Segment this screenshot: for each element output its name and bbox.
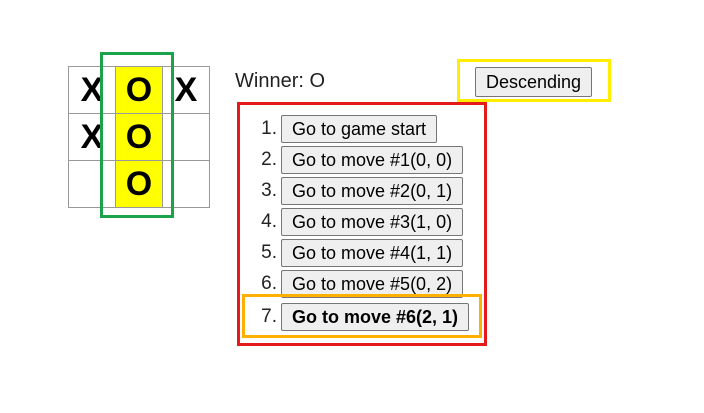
move-number: 3.: [261, 179, 277, 201]
move-number: 1.: [261, 117, 277, 139]
move-history-item: 5. Go to move #4(1, 1): [240, 237, 469, 268]
go-to-move-button[interactable]: Go to move #1(0, 0): [281, 145, 464, 174]
go-to-move-button[interactable]: Go to move #5(0, 2): [281, 269, 464, 298]
board-square-0[interactable]: X: [68, 66, 116, 114]
move-history-item: 2. Go to move #1(0, 0): [240, 144, 469, 175]
move-history-item: 6. Go to move #5(0, 2): [240, 268, 469, 299]
move-number: 5.: [261, 241, 277, 263]
board-square-2[interactable]: X: [162, 66, 210, 114]
move-number: 7.: [261, 305, 277, 327]
move-history-item: 4. Go to move #3(1, 0): [240, 206, 469, 237]
sort-order-toggle-button[interactable]: Descending: [475, 67, 593, 97]
move-number: 2.: [261, 148, 277, 170]
move-history-item: 3. Go to move #2(0, 1): [240, 175, 469, 206]
board-square-3[interactable]: X: [68, 113, 116, 161]
move-number: 4.: [261, 210, 277, 232]
go-to-move-button[interactable]: Go to move #4(1, 1): [281, 238, 464, 267]
go-to-move-button[interactable]: Go to game start: [281, 114, 438, 143]
board-square-5[interactable]: [162, 113, 210, 161]
board-square-7[interactable]: O: [115, 160, 163, 208]
go-to-move-button[interactable]: Go to move #2(0, 1): [281, 176, 464, 205]
move-history-item: 1. Go to game start: [240, 113, 469, 144]
move-history-item-current: 7. Go to move #6(2, 1): [240, 301, 470, 332]
game-board: X O X X O O: [68, 66, 210, 208]
go-to-move-button[interactable]: Go to move #3(1, 0): [281, 207, 464, 236]
board-square-6[interactable]: [68, 160, 116, 208]
board-square-4[interactable]: O: [115, 113, 163, 161]
move-number: 6.: [261, 272, 277, 294]
go-to-move-button-current[interactable]: Go to move #6(2, 1): [281, 302, 470, 331]
game-status: Winner: O: [235, 70, 326, 92]
move-history-list: 1. Go to game start 2. Go to move #1(0, …: [240, 113, 470, 332]
board-square-1[interactable]: O: [115, 66, 163, 114]
board-square-8[interactable]: [162, 160, 210, 208]
